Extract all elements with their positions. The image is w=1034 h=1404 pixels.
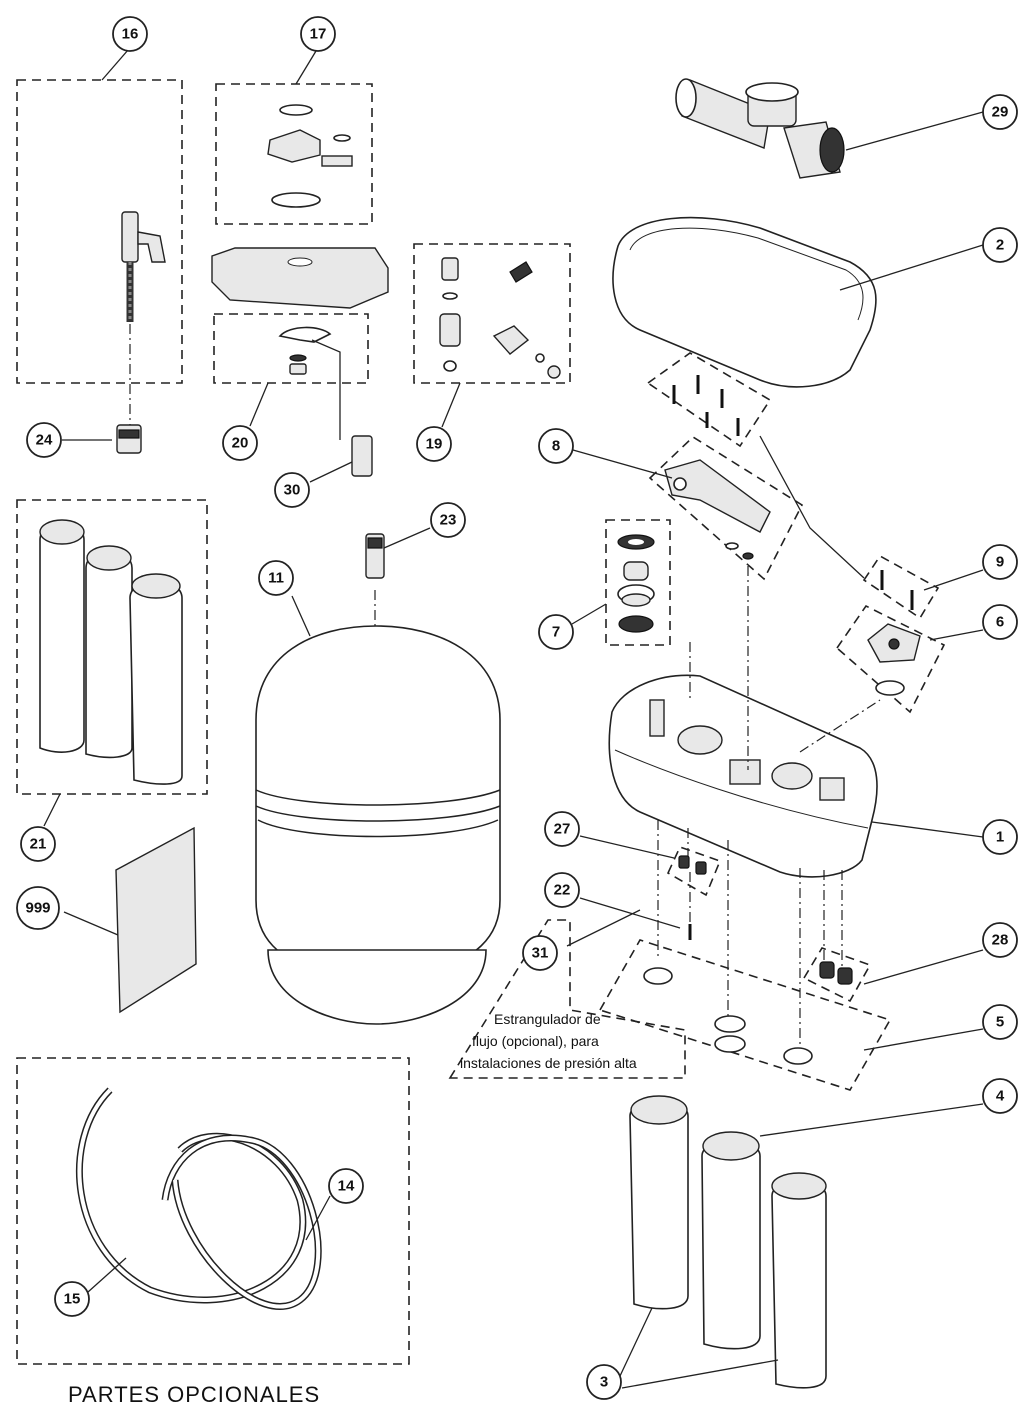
callout-28: 28 bbox=[982, 922, 1018, 958]
callout-label: 7 bbox=[552, 624, 560, 641]
box-orings-5 bbox=[598, 939, 892, 1091]
callout-5: 5 bbox=[982, 1004, 1018, 1040]
kit-17-parts bbox=[267, 104, 353, 208]
callout-label: 3 bbox=[600, 1374, 608, 1391]
optional-parts-heading: PARTES OPCIONALES bbox=[68, 1382, 320, 1404]
top-cover-part-2 bbox=[612, 216, 877, 388]
cover-block-part bbox=[211, 247, 389, 309]
callout-1: 1 bbox=[982, 819, 1018, 855]
callout-label: 15 bbox=[64, 1291, 81, 1308]
callout-31: 31 bbox=[522, 935, 558, 971]
plugs-part-27 bbox=[678, 855, 707, 875]
callout-label: 2 bbox=[996, 237, 1004, 254]
callout-label: 19 bbox=[426, 436, 443, 453]
callout-label: 31 bbox=[532, 945, 549, 962]
screws-top-parts bbox=[672, 375, 865, 579]
callout-label: 24 bbox=[36, 432, 53, 449]
callout-label: 9 bbox=[996, 554, 1004, 571]
filters-part-3-4 bbox=[629, 1095, 827, 1389]
kit-20-parts bbox=[278, 326, 341, 440]
box-kit-20 bbox=[213, 313, 369, 384]
callout-29: 29 bbox=[982, 94, 1018, 130]
callout-label: 11 bbox=[268, 570, 284, 587]
box-screws-9 bbox=[862, 554, 940, 620]
connector-part-24 bbox=[116, 424, 142, 454]
box-screws-top bbox=[646, 352, 772, 448]
callout-label: 28 bbox=[992, 932, 1009, 949]
seals-part-7 bbox=[617, 534, 655, 633]
callout-label: 1 bbox=[996, 829, 1004, 846]
box-faucet-16 bbox=[16, 79, 183, 384]
callout-label: 22 bbox=[554, 882, 571, 899]
callout-3: 3 bbox=[586, 1364, 622, 1400]
callout-label: 16 bbox=[122, 26, 139, 43]
callout-999: 999 bbox=[16, 886, 60, 930]
callout-22: 22 bbox=[544, 872, 580, 908]
callout-label: 4 bbox=[996, 1088, 1005, 1105]
callout-27: 27 bbox=[544, 811, 580, 847]
screws-part-9 bbox=[880, 570, 914, 610]
restrictor-note: Estrangulador de flujo (opcional), para … bbox=[460, 1011, 637, 1071]
callout-16: 16 bbox=[112, 16, 148, 52]
callout-20: 20 bbox=[222, 425, 258, 461]
callout-14: 14 bbox=[328, 1168, 364, 1204]
note-line-3: instalaciones de presión alta bbox=[460, 1055, 637, 1071]
callout-4: 4 bbox=[982, 1078, 1018, 1114]
note-line-1: Estrangulador de bbox=[494, 1011, 601, 1027]
tubing-part-14-15 bbox=[75, 1087, 322, 1310]
callout-label: 17 bbox=[310, 26, 327, 43]
callout-9: 9 bbox=[982, 544, 1018, 580]
plugs-part-28 bbox=[819, 961, 853, 985]
drain-adapter-part-29 bbox=[675, 78, 845, 179]
valve-part-6 bbox=[867, 623, 921, 696]
box-tubing-14-15 bbox=[16, 1057, 410, 1365]
storage-tank-part-11 bbox=[255, 533, 501, 1025]
bracket-part-8 bbox=[664, 459, 771, 560]
filters-part-21 bbox=[39, 519, 183, 785]
callout-label: 8 bbox=[552, 438, 560, 455]
callout-label: 5 bbox=[996, 1014, 1004, 1031]
callout-label: 23 bbox=[440, 512, 457, 529]
callout-label: 14 bbox=[338, 1178, 355, 1195]
adapter-part-30 bbox=[351, 435, 373, 477]
box-fittings-19 bbox=[413, 243, 571, 384]
callout-11: 11 bbox=[258, 560, 294, 596]
callout-7: 7 bbox=[538, 614, 574, 650]
box-seals-7 bbox=[605, 519, 671, 646]
callout-label: 20 bbox=[232, 435, 249, 452]
faucet-part bbox=[43, 96, 166, 425]
callout-label: 27 bbox=[554, 821, 571, 838]
callout-23: 23 bbox=[430, 502, 466, 538]
callout-label: 29 bbox=[992, 104, 1009, 121]
callout-8: 8 bbox=[538, 428, 574, 464]
callout-24: 24 bbox=[26, 422, 62, 458]
callout-label: 30 bbox=[284, 482, 301, 499]
callout-label: 21 bbox=[30, 836, 47, 853]
callout-2: 2 bbox=[982, 227, 1018, 263]
callout-30: 30 bbox=[274, 472, 310, 508]
box-note-restrictor bbox=[448, 919, 686, 1079]
box-kit-17 bbox=[215, 83, 373, 225]
callout-label: 6 bbox=[996, 614, 1004, 631]
box-filters-21 bbox=[16, 499, 208, 795]
box-plugs-28 bbox=[802, 947, 872, 1003]
callout-21: 21 bbox=[20, 826, 56, 862]
callout-19: 19 bbox=[416, 426, 452, 462]
callout-6: 6 bbox=[982, 604, 1018, 640]
leader-lines bbox=[43, 49, 984, 1389]
callout-17: 17 bbox=[300, 16, 336, 52]
fittings-19-parts bbox=[439, 257, 561, 379]
manual-part-999 bbox=[115, 826, 197, 1014]
box-plugs-27 bbox=[666, 846, 722, 897]
orings-part-5 bbox=[643, 967, 813, 1065]
callout-label: 999 bbox=[25, 900, 50, 917]
base-housing-part-1 bbox=[608, 674, 878, 878]
note-line-2: flujo (opcional), para bbox=[472, 1033, 599, 1049]
callout-15: 15 bbox=[54, 1281, 90, 1317]
